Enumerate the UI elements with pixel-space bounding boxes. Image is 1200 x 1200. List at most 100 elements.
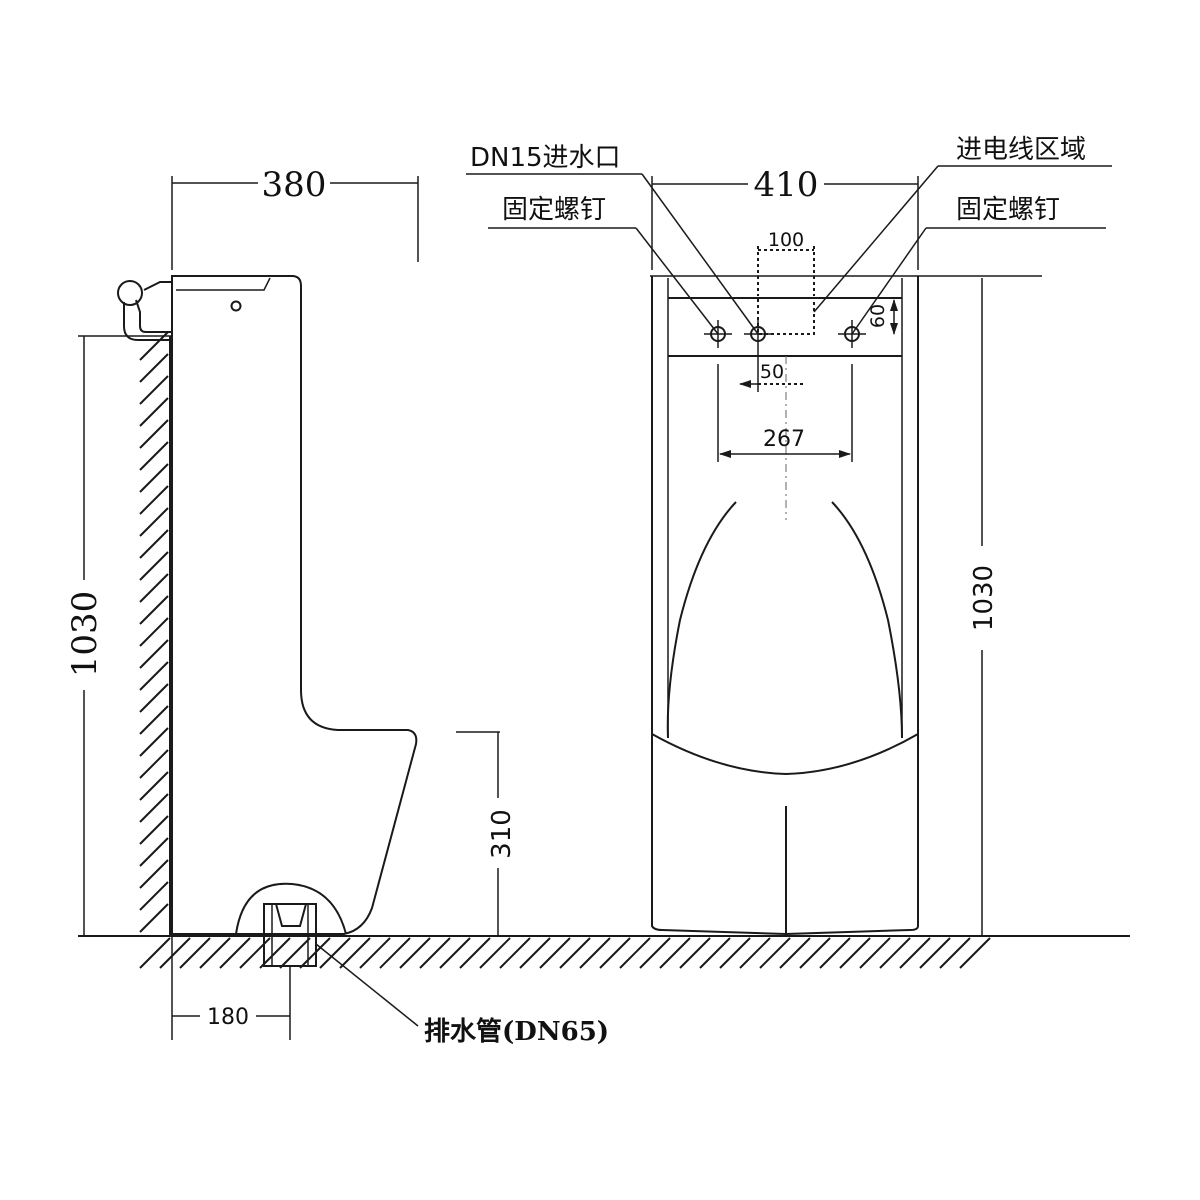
dim-side-height-label: 1030 <box>65 591 105 678</box>
outlet-dome <box>235 882 347 935</box>
floor-hatch-stroke <box>859 937 891 969</box>
flush-valve <box>117 280 172 341</box>
left-screw-label: 固定螺钉 <box>502 195 606 225</box>
dim-zone-depth-label: 60 <box>867 304 889 328</box>
right-screw-leader <box>851 227 927 335</box>
top-cap-edge <box>176 277 271 291</box>
floor-hatch-stroke <box>159 937 191 969</box>
wall-hatching <box>139 331 169 933</box>
right-screw-label: 固定螺钉 <box>956 195 1060 225</box>
floor-hatch-stroke <box>179 937 211 969</box>
bowl-left-curve <box>666 501 737 739</box>
wall-hatch-stroke <box>139 639 169 669</box>
wall-hatch-stroke <box>139 441 169 471</box>
power-zone-box <box>757 297 815 335</box>
wall-hatch-stroke <box>139 749 169 779</box>
wall-hatch-stroke <box>139 397 169 427</box>
floor-hatch-stroke <box>419 937 451 969</box>
dim-side-width-label: 380 <box>262 165 327 205</box>
floor-hatch-stroke <box>519 937 551 969</box>
wall-hatch-stroke <box>139 595 169 625</box>
dim-zone-width-label: 100 <box>768 229 804 251</box>
wall-hatch-stroke <box>139 815 169 845</box>
drain-spud <box>275 903 307 927</box>
wall-hatch-stroke <box>139 463 169 493</box>
floor-hatch-stroke <box>839 937 871 969</box>
wall-hatch-stroke <box>139 617 169 647</box>
floor-hatch-stroke <box>479 937 511 969</box>
wall-hatch-stroke <box>139 771 169 801</box>
floor-hatch-stroke <box>339 937 371 969</box>
floor-hatch-stroke <box>879 937 911 969</box>
wall-hatch-stroke <box>139 705 169 735</box>
dim-front-height-label: 1030 <box>969 565 999 631</box>
dim-outlet-offset: 180 <box>171 936 291 1040</box>
floor-hatch-stroke <box>719 937 751 969</box>
floor-hatch-stroke <box>319 937 351 969</box>
dim-outlet-height-label: 310 <box>487 809 517 859</box>
power-zone-leader <box>813 165 939 313</box>
valve-inlet <box>143 281 172 291</box>
water-inlet-label: DN15进水口 <box>470 143 621 173</box>
wall-hatch-stroke <box>139 793 169 823</box>
wall-hatch-stroke <box>139 375 169 405</box>
floor-hatch-stroke <box>939 937 971 969</box>
floor-hatching <box>139 937 991 969</box>
floor-hatch-stroke <box>379 937 411 969</box>
floor-hatch-stroke <box>639 937 671 969</box>
wall-hatch-stroke <box>139 859 169 889</box>
dim-side-height: 1030 <box>65 335 172 936</box>
drain-leader <box>315 943 419 1027</box>
floor-hatch-stroke <box>459 937 491 969</box>
floor-hatch-stroke <box>799 937 831 969</box>
valve-pipe <box>135 299 172 333</box>
wall-hatch-stroke <box>139 573 169 603</box>
wall-hatch-stroke <box>139 683 169 713</box>
wall-hatch-stroke <box>139 727 169 757</box>
wall-hatch-stroke <box>139 529 169 559</box>
floor-hatch-stroke <box>659 937 691 969</box>
dim-inlet-offset-label: 50 <box>760 361 784 383</box>
valve-handle-icon <box>117 280 143 306</box>
wall-hatch-stroke <box>139 551 169 581</box>
floor-hatch-stroke <box>919 937 951 969</box>
floor-hatch-stroke <box>139 937 171 969</box>
vent-hole <box>230 300 242 312</box>
dim-front-width: 410 <box>651 165 919 270</box>
wall-hatch-stroke <box>139 507 169 537</box>
wall-hatch-stroke <box>139 903 169 933</box>
wall-hatch-stroke <box>139 485 169 515</box>
floor-hatch-stroke <box>779 937 811 969</box>
dim-side-width: 380 <box>171 165 419 270</box>
floor-hatch-stroke <box>279 937 311 969</box>
floor-hatch-stroke <box>219 937 251 969</box>
floor-hatch-stroke <box>959 937 991 969</box>
floor-hatch-stroke <box>199 937 231 969</box>
dim-outlet-height: 310 <box>456 731 517 936</box>
floor-hatch-stroke <box>399 937 431 969</box>
floor-hatch-stroke <box>739 937 771 969</box>
floor-hatch-stroke <box>619 937 651 969</box>
floor-hatch-stroke <box>599 937 631 969</box>
left-screw-leader <box>635 227 719 335</box>
side-view: 380 1030 310 180 排水管(DN65) <box>65 165 609 1047</box>
floor-hatch-stroke <box>579 937 611 969</box>
floor-hatch-stroke <box>559 937 591 969</box>
floor <box>78 935 1130 969</box>
dim-front-width-label: 410 <box>754 165 819 205</box>
drain-pipe-label: 排水管(DN65) <box>424 1017 609 1047</box>
wall-hatch-stroke <box>139 661 169 691</box>
floor-hatch-stroke <box>899 937 931 969</box>
dim-outlet-offset-label: 180 <box>207 1005 249 1030</box>
floor-hatch-stroke <box>359 937 391 969</box>
floor-hatch-stroke <box>759 937 791 969</box>
floor-hatch-stroke <box>499 937 531 969</box>
wall-hatch-stroke <box>139 419 169 449</box>
floor-hatch-stroke <box>699 937 731 969</box>
wall-hatch-stroke <box>139 881 169 911</box>
wall-hatch-stroke <box>139 353 169 383</box>
dim-front-height: 1030 <box>969 278 999 936</box>
urinal-side-profile <box>171 275 418 935</box>
floor-hatch-stroke <box>539 937 571 969</box>
bowl-lip <box>651 733 919 776</box>
